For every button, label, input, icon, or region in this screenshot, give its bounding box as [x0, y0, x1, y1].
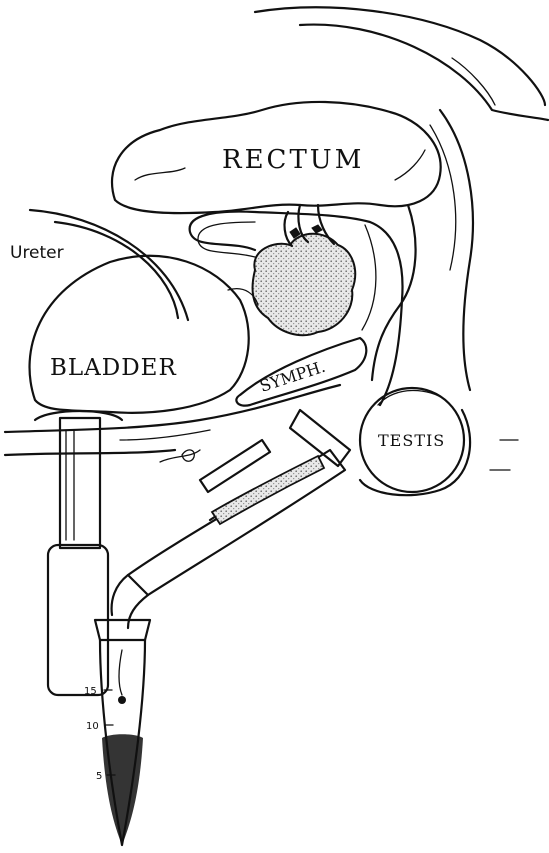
rectum-label: RECTUM: [222, 145, 364, 175]
tube-mark-10: 10: [86, 721, 99, 732]
tube-mark-15: 15: [84, 686, 97, 697]
pelvic-floor: [362, 110, 473, 390]
prostate-gland: [253, 205, 356, 335]
rectum: RECTUM: [112, 102, 441, 213]
testis-label: TESTIS: [378, 431, 445, 450]
bladder: BLADDER: [30, 256, 258, 413]
aspiration-syringe: [112, 410, 350, 628]
tube-mark-5: 5: [96, 771, 102, 782]
ureter: Ureter: [10, 210, 188, 320]
urethra: [5, 385, 340, 462]
ureter-label: Ureter: [10, 243, 64, 263]
bladder-label: BLADDER: [50, 355, 177, 381]
collection-tube: 15 10 5: [84, 620, 150, 845]
testis: TESTIS: [360, 388, 518, 495]
